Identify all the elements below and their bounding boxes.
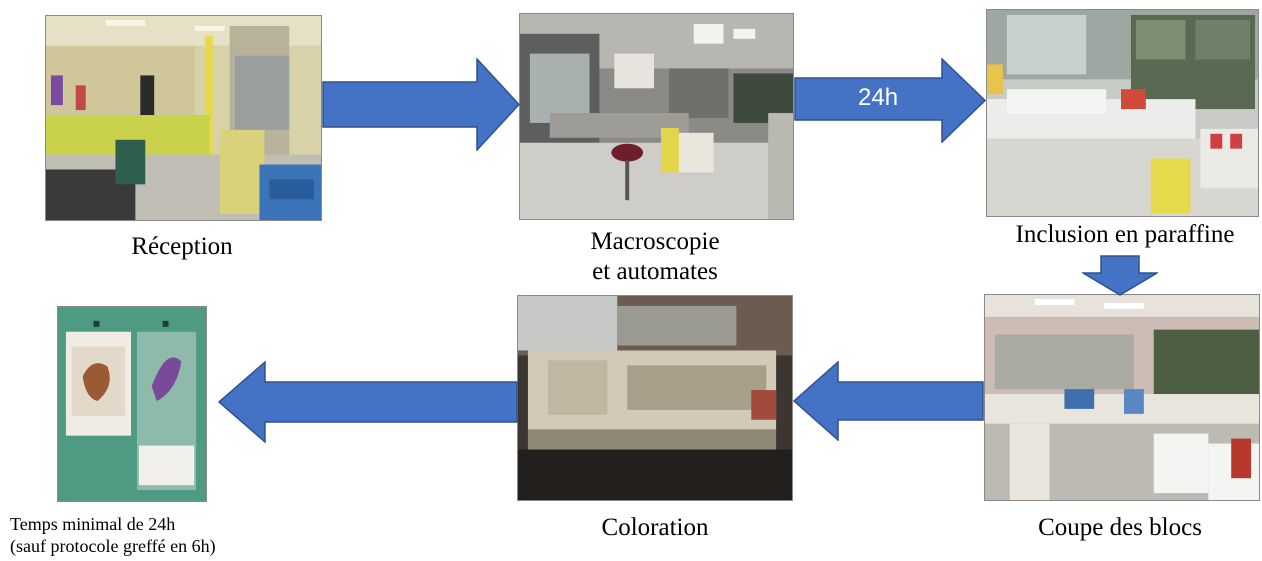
reception-photo [45,15,322,221]
slides-caption-line1: Temps minimal de 24h [10,514,176,534]
macroscopie-caption-line2: et automates [592,257,718,285]
coupe-caption: Coupe des blocs [1038,514,1202,541]
arrow-inclusion-to-coupe [1082,255,1158,296]
slides-caption: Temps minimal de 24h (sauf protocole gre… [10,514,310,557]
reception-caption: Réception [131,233,233,260]
arrow-coupe-to-coloration [793,361,984,441]
slides-photo [57,306,207,502]
arrow-reception-to-macroscopie [322,58,520,151]
coupe-photo [984,294,1260,501]
inclusion-photo [986,9,1259,217]
coloration-photo [517,295,793,501]
macroscopie-caption-line1: Macroscopie [590,228,720,255]
macroscopie-caption: Macroscopie et automates [555,227,755,286]
macroscopie-photo [519,13,794,220]
coloration-caption: Coloration [601,514,709,541]
arrow-coloration-to-slides [218,361,518,443]
slides-caption-line2: (sauf protocole greffé en 6h) [10,535,216,556]
inclusion-caption: Inclusion en paraffine [1015,221,1235,248]
arrow-macroscopie-to-inclusion [794,58,986,143]
arrow-24h-label: 24h [858,84,899,111]
